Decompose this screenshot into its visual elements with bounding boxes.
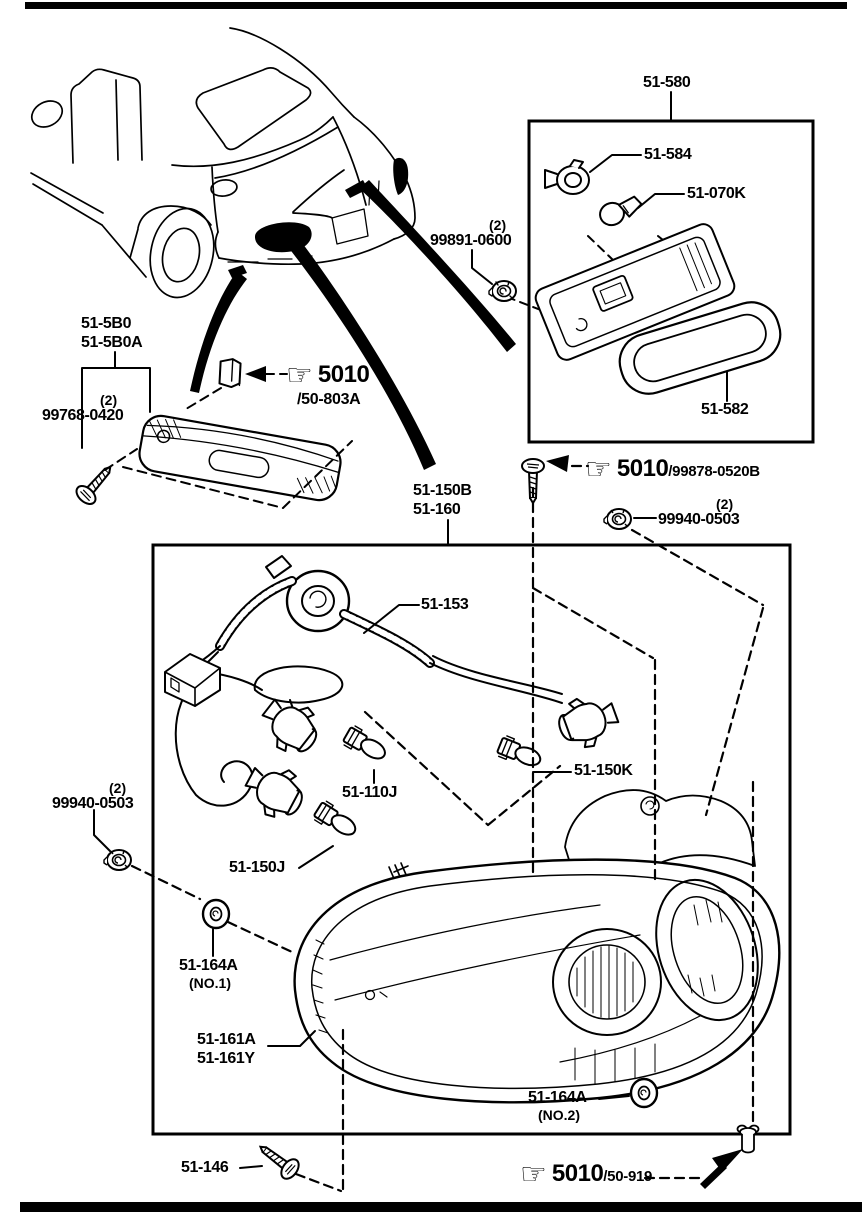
- bulb-socket-icon: [551, 687, 625, 756]
- rear-lamp-hardware: [103, 458, 760, 1183]
- page-ref-number: 5010: [551, 1160, 604, 1187]
- label-leader-lines: [81, 91, 728, 1169]
- harness-grommet: [265, 555, 351, 633]
- page-ref-detail: /50-919: [603, 1168, 653, 1185]
- side-marker-screw-icon: [72, 458, 120, 509]
- part-label-51-150B[interactable]: 51-150B: [413, 482, 472, 499]
- bottom-rule: [20, 1202, 862, 1212]
- qty-99940-0503-top: (2): [716, 496, 734, 512]
- tail-lamp-location-marker: [228, 157, 409, 278]
- part-label-51-584[interactable]: 51-584: [644, 146, 692, 163]
- grommet-no2-icon: [629, 1077, 659, 1109]
- bulb-socket-icon: [251, 687, 330, 764]
- harness-connector-icon: [164, 653, 221, 707]
- bulb-socket-icon: [237, 754, 313, 828]
- part-label-51-070K[interactable]: 51-070K: [687, 185, 746, 202]
- part-label-51-164A-no2[interactable]: 51-164A: [528, 1089, 587, 1106]
- license-nut-icon: [488, 280, 517, 302]
- license-lamp-bulb-icon: [599, 195, 643, 227]
- part-label-51-5B0[interactable]: 51-5B0: [81, 315, 132, 332]
- nut-99940-top-icon: [603, 508, 632, 530]
- pointer-arrows: [546, 455, 743, 1189]
- position-label-no1: (NO.1): [189, 975, 231, 991]
- pointing-hand-icon: ☞: [520, 1158, 547, 1191]
- qty-99768-0420: (2): [100, 392, 118, 408]
- screw-51-146-icon: [252, 1136, 304, 1183]
- top-rule: [25, 2, 847, 9]
- part-label-51-150K[interactable]: 51-150K: [574, 762, 633, 779]
- part-label-99940-0503-left[interactable]: 99940-0503: [52, 795, 134, 812]
- page-ref-detail: /99878-0520B: [668, 463, 760, 480]
- part-label-51-110J[interactable]: 51-110J: [342, 784, 398, 801]
- page-ref-detail-50-803A: /50-803A: [297, 391, 361, 408]
- part-label-51-161A[interactable]: 51-161A: [197, 1031, 256, 1048]
- license-lamp-housing: [534, 223, 736, 361]
- page-ref-50-919[interactable]: ☞ 5010 /50-919: [520, 1157, 653, 1191]
- bulb-51-110J-icon: [340, 723, 391, 767]
- license-lamp-lens-gasket: [618, 301, 782, 395]
- part-label-51-582[interactable]: 51-582: [701, 401, 749, 418]
- qty-99891-0600: (2): [489, 217, 507, 233]
- page-ref-number: 5010: [616, 455, 669, 482]
- position-label-no2: (NO.2): [538, 1107, 580, 1123]
- part-label-99768-0420[interactable]: 99768-0420: [42, 407, 124, 424]
- clip-pointer-arrow: [245, 366, 266, 382]
- holder-clip-icon: [736, 1124, 760, 1154]
- license-lamp-assembly-box: [527, 119, 815, 444]
- pointing-hand-icon: ☞: [585, 453, 612, 486]
- part-label-51-160[interactable]: 51-160: [413, 501, 461, 518]
- nut-99940-left-icon: [103, 849, 132, 871]
- rear-lamp-lens-drawing: [293, 789, 781, 1104]
- qty-99940-0503-left: (2): [109, 780, 127, 796]
- dashed-reference-lines: [130, 464, 765, 1194]
- grommet-no1-icon: [201, 898, 231, 930]
- part-label-51-150J[interactable]: 51-150J: [229, 859, 285, 876]
- pointing-hand-icon: ☞: [286, 359, 313, 392]
- side-marker-clip-icon: [218, 358, 242, 389]
- part-label-51-580[interactable]: 51-580: [643, 74, 691, 91]
- part-label-99940-0503-top[interactable]: 99940-0503: [658, 511, 740, 528]
- part-label-51-161Y[interactable]: 51-161Y: [197, 1050, 255, 1067]
- page-ref-number: 5010: [317, 361, 370, 388]
- bulb-51-150K-icon: [494, 733, 545, 773]
- page-ref-99878-0520B[interactable]: ☞ 5010 /99878-0520B: [585, 452, 760, 486]
- callout-swoosh-arrows: [190, 180, 516, 470]
- license-lamp-socket-icon: [544, 159, 590, 195]
- tapping-screw-icon: [521, 458, 545, 504]
- part-label-51-146[interactable]: 51-146: [181, 1159, 229, 1176]
- page-ref-50-803A[interactable]: ☞ 5010: [286, 358, 370, 392]
- part-label-51-153[interactable]: 51-153: [421, 596, 469, 613]
- part-label-99891-0600[interactable]: 99891-0600: [430, 232, 512, 249]
- part-label-51-164A-no1[interactable]: 51-164A: [179, 957, 238, 974]
- part-label-51-5B0A[interactable]: 51-5B0A: [81, 334, 143, 351]
- bulb-51-150J-icon: [311, 798, 362, 843]
